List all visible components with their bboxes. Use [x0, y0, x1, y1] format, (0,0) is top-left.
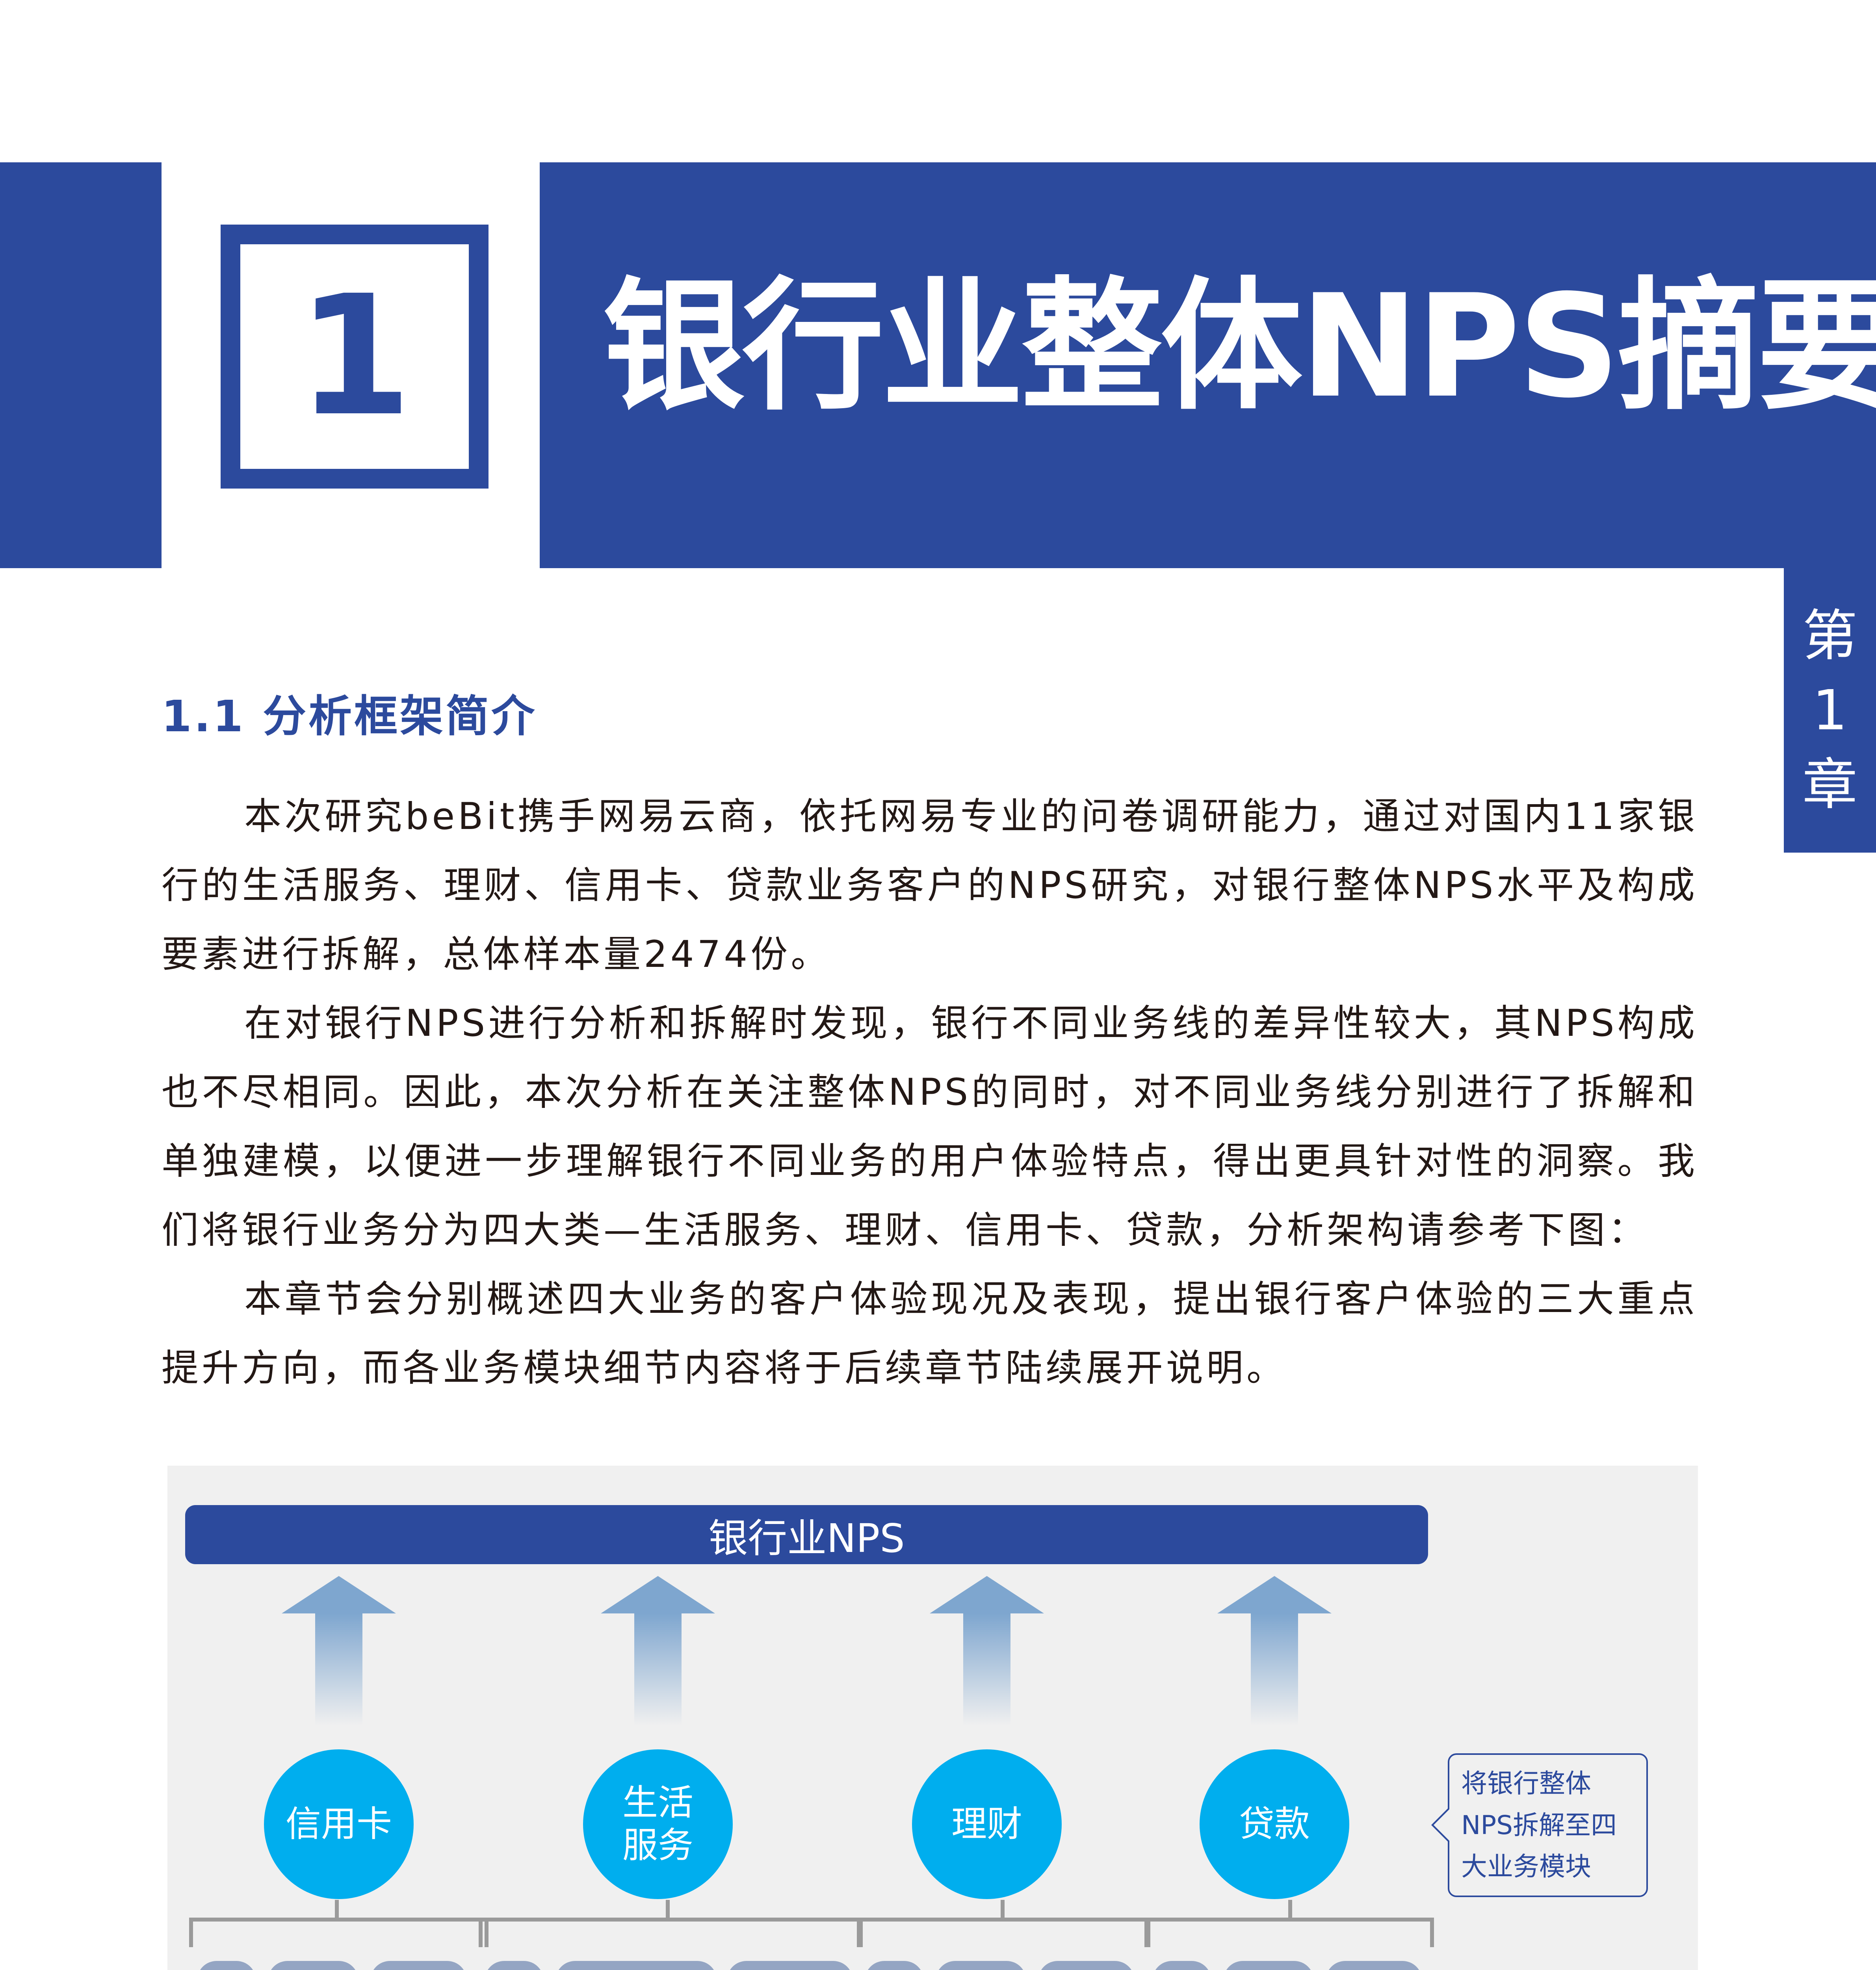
body-paragraph: 本章节会分别概述四大业务的客户体验现况及表现，提出银行客户体验的三大重点提升方向… [162, 1278, 1698, 1390]
up-arrow-icon [282, 1576, 396, 1726]
brand-column: 品牌 [865, 1961, 924, 1970]
brand-column: 品牌 [197, 1961, 256, 1970]
business-circle-loan: 贷款 [1200, 1749, 1349, 1899]
body-paragraph: 在对银行NPS进行分析和拆解时发现，银行不同业务线的差异性较大，其NPS构成也不… [162, 1002, 1698, 1252]
business-circle-life-service: 生活 服务 [583, 1749, 733, 1899]
brand-column: 品牌 [485, 1961, 544, 1970]
group-bracket [859, 1900, 1148, 1947]
chapter-side-tab: 第 1 章 [1784, 568, 1876, 853]
group-bracket [189, 1900, 489, 1947]
chapter-number: 1 [240, 244, 469, 469]
channel-column: 渠道 …………………… [1038, 1961, 1135, 1970]
body-paragraph: 本次研究beBit携手网易云商，依托网易专业的问卷调研能力，通过对国内11家银行… [162, 795, 1698, 976]
chapter-title: 银行业整体NPS摘要 [603, 264, 1876, 429]
business-circle-wealth: 理财 [912, 1749, 1062, 1899]
header-left-band [0, 162, 162, 568]
chapter-number-box: 1 [221, 225, 489, 489]
up-arrow-icon [1217, 1576, 1332, 1726]
up-arrow-icon [930, 1576, 1044, 1726]
callout-decompose: 将银行整体NPS拆解至四大业务模块 [1431, 1753, 1648, 1897]
section-title: 1.1 分析框架简介 [162, 691, 537, 742]
chapter-tab-char: 第 [1802, 604, 1857, 668]
group-bracket [479, 1900, 861, 1947]
group-bracket [1146, 1900, 1434, 1947]
channel-column: 渠道 …………………… [370, 1961, 467, 1970]
chapter-tab-char: 1 [1812, 678, 1848, 743]
channel-column: 渠道 APP微信线下网点…… [727, 1961, 853, 1970]
up-arrow-icon [601, 1576, 715, 1726]
product-column: 产品 …………………… [268, 1961, 358, 1970]
brand-column: 品牌 [1152, 1961, 1211, 1970]
nps-framework-diagram: 银行业NPS 信用卡 生活 服务 理财 贷款 将银行整体NPS拆解至四大业务模块… [167, 1466, 1698, 1970]
header-title-band [540, 162, 1876, 568]
product-column: 产品 …………………… [936, 1961, 1026, 1970]
product-column: 产品 …………………… [1223, 1961, 1314, 1970]
business-circle-credit-card: 信用卡 [264, 1749, 414, 1899]
channel-column: 渠道 …………………… [1326, 1961, 1422, 1970]
product-column: 产品 支付转账账户管理便民服务…… [555, 1961, 717, 1970]
bank-nps-bar: 银行业NPS [185, 1505, 1428, 1564]
chapter-tab-char: 章 [1802, 753, 1857, 817]
